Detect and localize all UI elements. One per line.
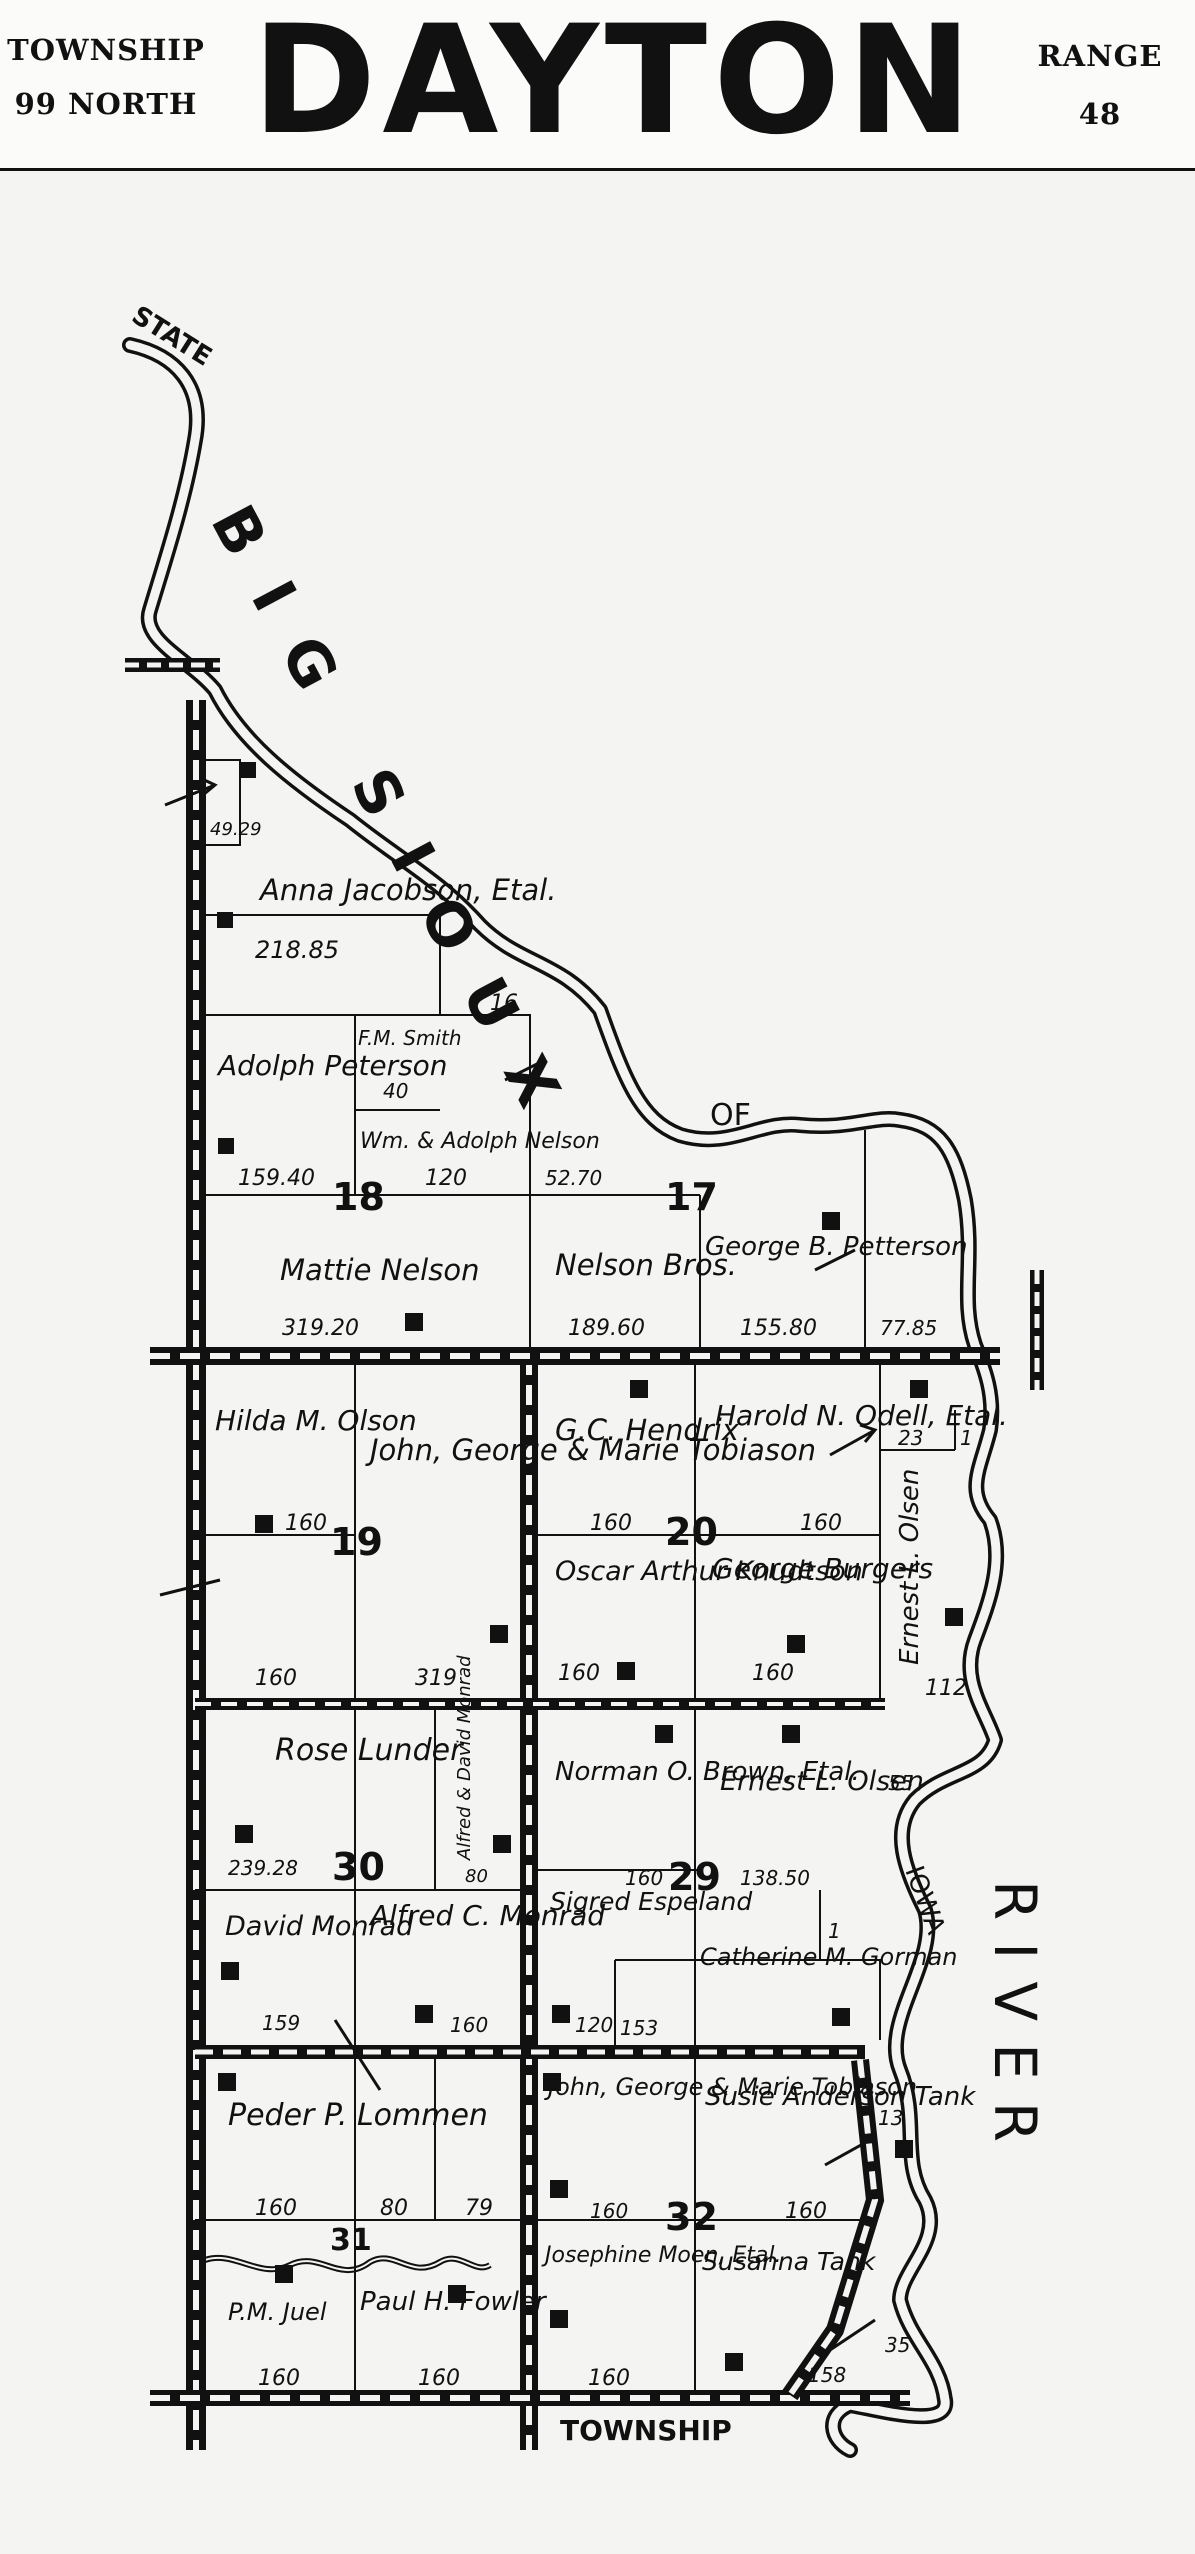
parcel-acres: 239.28: [228, 1856, 298, 1880]
parcel-acres: 159.40: [238, 1166, 315, 1191]
parcel-owner: Peder P. Lommen: [228, 2098, 488, 2133]
road-label-township: TOWNSHIP: [560, 2414, 732, 2447]
farmsteads: [217, 762, 963, 2371]
parcel-acres: 120: [425, 1166, 467, 1191]
parcel-owner: Anna Jacobson, Etal.: [258, 873, 556, 907]
parcel-owner: John, George & Marie Tobiason: [544, 2073, 917, 2101]
parcel-owner: Ernest L. Olsen: [895, 1469, 925, 1665]
arrow-marks: [159, 776, 878, 2352]
parcel-acres: 80: [465, 1866, 488, 1887]
parcel-acres: 52.70: [545, 1166, 602, 1190]
parcel-owner: G.C. Hendrix: [555, 1413, 740, 1447]
parcel-acres: 155.80: [740, 1316, 817, 1341]
big-sioux-river: [122, 337, 1005, 2458]
parcel-acres: 16: [490, 991, 518, 1016]
parcel-acres: 160: [255, 1666, 297, 1691]
parcel-acres: 49.29: [210, 819, 262, 840]
parcel-acres: 35: [885, 2333, 910, 2357]
parcel-owner: Susie Anderson Tank: [705, 2082, 976, 2112]
parcel-owner: Josephine Moen, Etal.: [541, 2243, 781, 2268]
township-label: TOWNSHIP: [7, 33, 205, 67]
creek-inner: [204, 2257, 491, 2272]
parcel-acres: 160: [255, 2196, 297, 2221]
parcel-owner: Alfred C. Monrad: [368, 1899, 605, 1932]
parcel-acres: 120: [575, 2013, 613, 2037]
parcel-acres: 80: [380, 2196, 408, 2221]
parcel-owner: F.M. Smith: [358, 1026, 462, 1050]
parcel-owner: David Monrad: [225, 1911, 414, 1942]
parcel-acres: 160: [285, 1511, 327, 1536]
parcel-owner: Oscar Arthur Knudtson: [555, 1556, 863, 1587]
parcel-owner: George B. Petterson: [705, 1232, 968, 1262]
section-31: 31: [330, 2223, 372, 2258]
parcel-owner: Mattie Nelson: [280, 1253, 479, 1287]
parcel-acres: 55: [888, 1771, 913, 1795]
parcel-acres: 159: [262, 2011, 300, 2035]
parcel-owner: Adolph Peterson: [216, 1049, 448, 1082]
road-h3: [195, 2045, 865, 2059]
parcel-owner: Wm. & Adolph Nelson: [360, 1129, 600, 1154]
parcel-lines: [195, 759, 956, 2390]
parcel-acres: 23: [898, 1426, 923, 1450]
river-name-iowa: IOWA: [898, 1862, 950, 1938]
parcel-acres: 153: [620, 2016, 658, 2040]
parcel-acres: 160: [588, 2366, 630, 2391]
map-header: TOWNSHIP 99 NORTH DAYTON RANGE 48: [0, 0, 1195, 171]
plat-map: BIG SIOUX OF IOWA RIVER STATE TOWNSHIP 1…: [122, 300, 1049, 2458]
parcel-acres: 1: [960, 1426, 973, 1450]
section-32: 32: [665, 2195, 718, 2239]
parcel-acres: 319: [415, 1666, 457, 1691]
parcel-owner: George Burgers: [712, 1552, 933, 1585]
parcel-acres: 319.20: [282, 1316, 359, 1341]
parcel-labels: 49.29 Anna Jacobson, Etal. 218.85 16 Ado…: [210, 819, 1008, 2391]
parcel-owner: Sigred Espeland: [550, 1887, 752, 1916]
parcel-owner: Alfred & David Monrad: [454, 1655, 475, 1861]
section-29: 29: [668, 1855, 721, 1899]
parcel-owner: Nelson Bros.: [555, 1248, 737, 1282]
parcel-acres: 160: [450, 2013, 488, 2037]
river-name-suffix: RIVER: [981, 1880, 1049, 2164]
parcel-acres: 79: [465, 2196, 493, 2221]
section-30: 30: [332, 1845, 385, 1889]
section-19: 19: [330, 1520, 383, 1564]
parcel-owner: John, George & Marie Tobiason: [365, 1433, 816, 1467]
parcel-acres: 158: [808, 2363, 846, 2387]
parcel-acres: 160: [590, 1511, 632, 1536]
road-river-dash: [787, 2059, 879, 2397]
parcel-acres: 160: [752, 1661, 794, 1686]
parcel-acres: 13: [878, 2106, 903, 2130]
parcel-acres: 1: [828, 1919, 841, 1943]
parcel-acres: 40: [383, 1079, 408, 1103]
parcel-acres: 218.85: [255, 936, 339, 964]
parcel-acres: 189.60: [568, 1316, 645, 1341]
parcel-owner: Paul H. Fowler: [360, 2287, 548, 2317]
parcel-acres: 160: [785, 2199, 827, 2224]
township-value: 99 NORTH: [14, 87, 198, 121]
parcel-acres: 160: [625, 1866, 663, 1890]
section-17: 17: [665, 1175, 718, 1219]
parcel-acres: 160: [800, 1511, 842, 1536]
parcel-acres: 160: [418, 2366, 460, 2391]
parcel-owner: Norman O. Brown, Etal.: [555, 1757, 860, 1787]
parcel-owner: Susanna Tank: [702, 2247, 877, 2276]
parcel-owner: P.M. Juel: [228, 2298, 327, 2326]
parcel-acres: 112: [925, 1676, 967, 1701]
parcel-owner: Catherine M. Gorman: [700, 1943, 957, 1971]
range-value: 48: [1078, 97, 1122, 131]
parcel-acres: 160: [558, 1661, 600, 1686]
road-grid: [125, 658, 1044, 2450]
parcel-owner: Ernest L. Olsen: [720, 1766, 924, 1797]
parcel-acres: 160: [258, 2366, 300, 2391]
section-18: 18: [332, 1175, 385, 1219]
section-20: 20: [665, 1510, 718, 1554]
range-label: RANGE: [1037, 39, 1163, 73]
parcel-owner: Rose Lunder: [275, 1733, 464, 1768]
parcel-acres: 160: [590, 2199, 628, 2223]
parcel-acres: 138.50: [740, 1866, 810, 1890]
parcel-acres: 77.85: [880, 1316, 937, 1340]
river-connector-label: OF: [710, 1098, 751, 1133]
page-title: DAYTON: [251, 0, 979, 168]
parcel-owner: Hilda M. Olson: [215, 1404, 417, 1437]
road-right-stub: [1030, 1270, 1044, 1390]
